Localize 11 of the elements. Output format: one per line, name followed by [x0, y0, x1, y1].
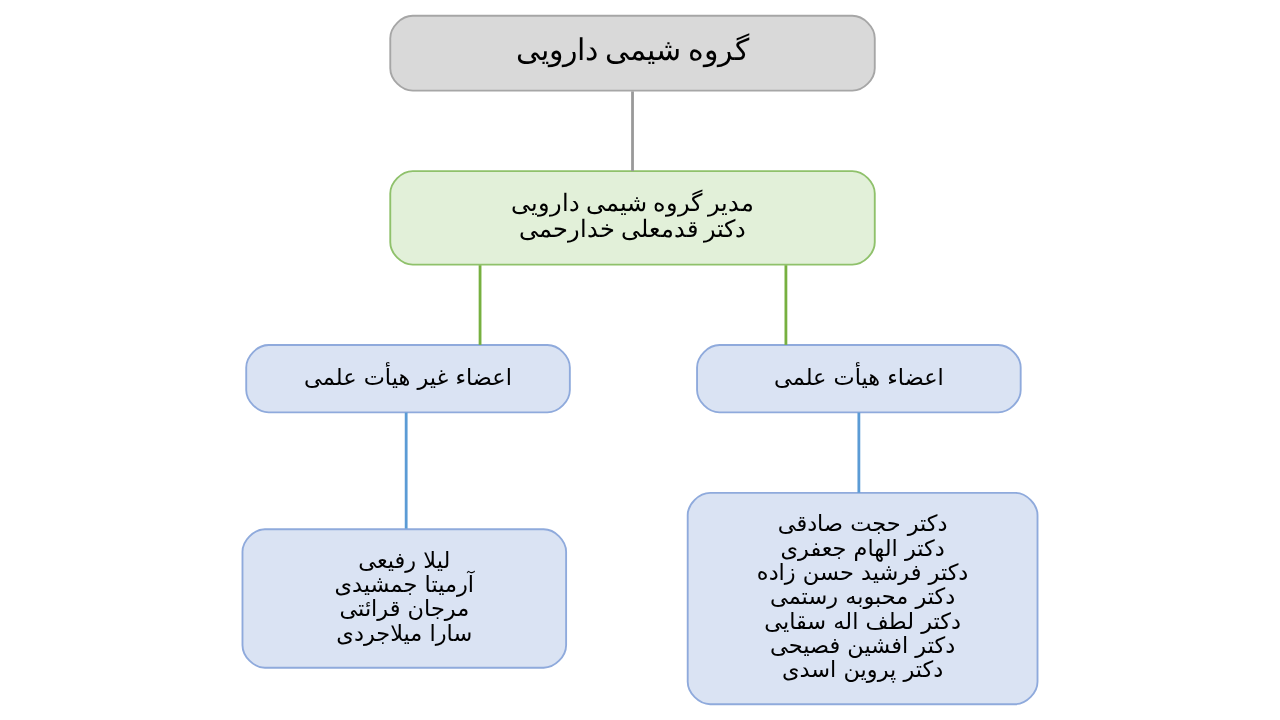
node-box: اعضاء غیر هیأت علمی [245, 344, 571, 414]
node-box: گروه شیمی دارویی [389, 14, 876, 92]
connector [478, 265, 482, 345]
connector [857, 412, 861, 493]
node-box: لیلا رفیعی آرمیتا جمشیدی مرجان قرائتی سارا میلاجردی [241, 528, 568, 669]
connector [784, 265, 788, 345]
node-box: دکتر حجت صادقی دکتر الهام جعفری دکتر فرشید حسن زاده دکتر محبوبه رستمی دکتر لطف اله سقایی دکتر افشین فصیحی دکتر پروین اسدی [686, 491, 1039, 706]
node-box: اعضاء هیأت علمی [696, 344, 1022, 414]
node-box: مدیر گروه شیمی دارویی دکتر قدمعلی خدارحمی [389, 170, 876, 266]
connector [631, 91, 634, 172]
connector [404, 412, 408, 529]
